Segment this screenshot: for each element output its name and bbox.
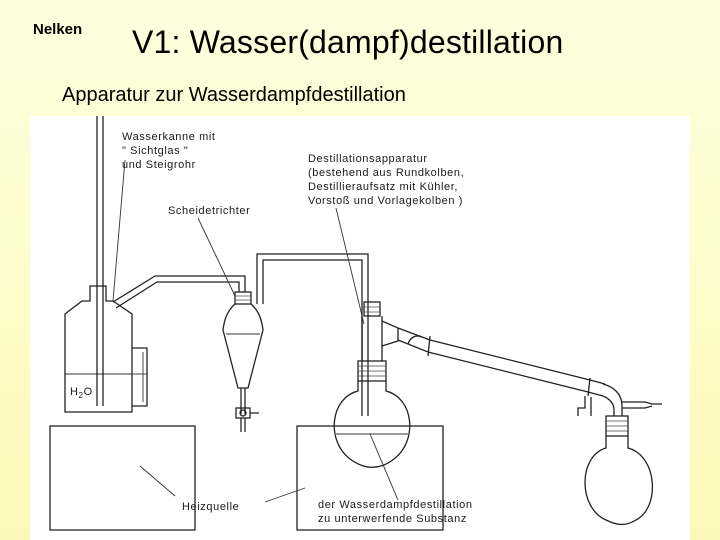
condenser xyxy=(397,327,662,416)
label-scheidetrichter: Scheidetrichter xyxy=(168,205,250,217)
heat-source-left xyxy=(49,425,196,531)
apparatus-diagram: H2O xyxy=(30,116,690,540)
leader-heizquelle-left xyxy=(139,465,176,497)
svg-text:Destillationsapparatur: Destillationsapparatur xyxy=(308,153,428,165)
leader-scheidetrichter xyxy=(197,217,236,297)
receiving-flask xyxy=(584,415,654,526)
svg-text:Destillieraufsatz mit Kühler: Destillieraufsatz mit Kühler, xyxy=(308,181,458,193)
slide-subtitle: Apparatur zur Wasserdampfdestillation xyxy=(62,84,406,106)
svg-text:" Sichtglas ": " Sichtglas " xyxy=(122,145,188,157)
svg-text:(bestehend aus Rundkolben,: (bestehend aus Rundkolben, xyxy=(308,167,464,179)
h2o-label: H2O xyxy=(70,386,93,400)
label-destillationsapparatur: Destillationsapparatur (bestehend aus Ru… xyxy=(308,153,464,207)
svg-text:und Steigrohr: und Steigrohr xyxy=(122,159,196,171)
svg-text:der Wasserdampfdestillation: der Wasserdampfdestillation xyxy=(318,499,473,511)
label-substanz: der Wasserdampfdestillation zu unterwerf… xyxy=(318,499,473,525)
label-wasserkanne: Wasserkanne mit " Sichtglas " und Steigr… xyxy=(122,131,216,171)
apparatus-drawing: H2O xyxy=(49,116,662,531)
heat-source-middle xyxy=(296,425,444,531)
svg-text:Vorstoß und Vorlagekolben ): Vorstoß und Vorlagekolben ) xyxy=(308,195,463,207)
svg-text:zu unterwerfende Substanz: zu unterwerfende Substanz xyxy=(318,513,467,525)
leader-destillation xyxy=(335,207,365,325)
water-can xyxy=(64,116,246,413)
corner-label: Nelken xyxy=(33,21,83,38)
svg-text:Wasserkanne mit: Wasserkanne mit xyxy=(122,131,216,143)
slide-title: V1: Wasser(dampf)destillation xyxy=(132,24,564,60)
leader-substanz xyxy=(369,433,399,501)
label-heizquelle: Heizquelle xyxy=(182,501,239,513)
leader-wasserkanne xyxy=(112,159,126,302)
round-bottom-flask xyxy=(333,301,411,468)
leader-heizquelle-right xyxy=(264,487,306,503)
